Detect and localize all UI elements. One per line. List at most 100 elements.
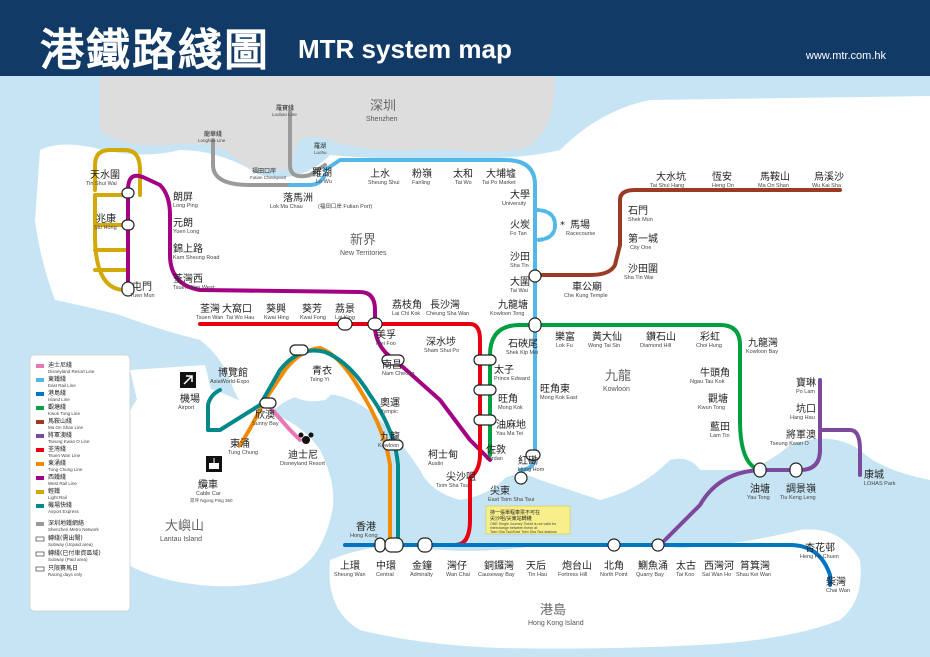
st-yuenlong-zh[interactable]: 元朗 <box>173 217 193 229</box>
st-taikoo-zh[interactable]: 太古 <box>676 559 696 572</box>
st-taiwohau-zh[interactable]: 大窩口 <box>222 302 252 315</box>
st-shekkipmei-zh[interactable]: 石硤尾 <box>508 338 538 350</box>
st-fanling-zh[interactable]: 粉嶺 <box>412 167 432 180</box>
st-yaumatei-zh[interactable]: 油麻地 <box>496 418 526 431</box>
st-yautong-zh[interactable]: 油塘 <box>750 482 770 495</box>
st-meifoo-zh[interactable]: 美孚 <box>376 328 396 341</box>
st-shamshuipo-zh[interactable]: 深水埗 <box>426 335 456 348</box>
st-cablecar-zh[interactable]: 纜車 <box>198 478 218 491</box>
st-tsuenwan-zh[interactable]: 荃灣 <box>200 302 220 315</box>
st-saiwanho-zh[interactable]: 西灣河 <box>704 560 734 572</box>
st-kwuntong-zh[interactable]: 觀塘 <box>708 392 728 405</box>
st-airport-zh[interactable]: 機場 <box>180 392 200 405</box>
st-hengon-zh[interactable]: 恆安 <box>712 170 732 183</box>
area-hkisland-zh: 港島 <box>540 603 566 618</box>
st-princeedward-zh[interactable]: 太子 <box>494 363 514 376</box>
st-hunghom-zh[interactable]: 紅磡 <box>518 454 538 467</box>
st-tungchung-zh[interactable]: 東涌 <box>230 437 250 450</box>
st-tiukengleng-zh[interactable]: 調景嶺 <box>786 482 816 495</box>
st-kowloonbay-zh[interactable]: 九龍灣 <box>748 336 778 349</box>
st-admiralty-zh[interactable]: 金鐘 <box>412 559 432 572</box>
st-hengfachuen-zh[interactable]: 杏花邨 <box>805 541 835 554</box>
st-kwaihing-zh[interactable]: 葵興 <box>266 303 286 315</box>
st-university-zh[interactable]: 大學 <box>510 188 530 201</box>
disneyland-icon <box>298 432 314 444</box>
st-taishuihang-zh[interactable]: 大水坑 <box>656 170 686 183</box>
st-shatinwai-zh[interactable]: 沙田圍 <box>628 263 658 275</box>
st-kowloontong-zh[interactable]: 九龍塘 <box>498 298 528 311</box>
longhua-label-en: Longhua Line <box>198 138 226 143</box>
st-cityone-zh[interactable]: 第一城 <box>628 232 658 245</box>
st-mongkokeast-zh[interactable]: 旺角東 <box>540 382 570 395</box>
st-kowloon-zh[interactable]: 九龍 <box>380 430 400 443</box>
st-asiaworldexpo-zh[interactable]: 博覽館 <box>218 366 248 379</box>
st-racecourse-zh[interactable]: 馬場 <box>570 218 590 231</box>
st-lamtin-zh[interactable]: 藍田 <box>710 420 730 433</box>
st-tinhau-zh[interactable]: 天后 <box>526 560 546 572</box>
st-ngautaukok-zh[interactable]: 牛頭角 <box>700 366 730 379</box>
st-sheungwan-zh[interactable]: 上環 <box>340 560 360 572</box>
st-tsingyi-zh[interactable]: 青衣 <box>312 364 332 377</box>
st-shatin-zh[interactable]: 沙田 <box>510 251 530 263</box>
interchange-siuhong <box>121 219 135 231</box>
st-chekung-zh[interactable]: 車公廟 <box>572 280 602 293</box>
st-chaiwan-zh[interactable]: 柴灣 <box>826 575 846 588</box>
st-lohaspark-zh[interactable]: 康城 <box>864 468 884 481</box>
st-diamondhill-zh[interactable]: 鑽石山 <box>646 330 676 343</box>
st-austin-zh[interactable]: 柯士甸 <box>428 448 458 461</box>
st-tsimshatsui-zh[interactable]: 尖沙咀 <box>446 470 476 483</box>
st-tinshuiwai-zh[interactable]: 天水圍 <box>90 169 120 181</box>
st-tuenmun-zh[interactable]: 屯門 <box>132 280 152 293</box>
st-kwaifong-zh[interactable]: 葵芳 <box>302 302 322 315</box>
st-longping-zh[interactable]: 朗屏 <box>173 191 193 203</box>
st-fortresshill-zh[interactable]: 炮台山 <box>562 559 592 572</box>
kwun-tong-line <box>488 323 762 472</box>
st-olympic-zh[interactable]: 奧運 <box>380 396 400 409</box>
st-kamsheung-zh[interactable]: 錦上路 <box>173 242 203 255</box>
st-taiwai-zh[interactable]: 大圍 <box>510 275 530 288</box>
st-yuenlong-en: Yuen Long <box>173 229 199 235</box>
st-quarrybay-zh[interactable]: 鰂魚涌 <box>638 559 668 572</box>
legend-other-zh: 深圳地鐵網絡 <box>48 519 84 527</box>
st-laichikok-zh[interactable]: 荔枝角 <box>392 298 422 311</box>
st-kwuntong-en: Kwun Tong <box>698 405 725 411</box>
st-kowloon-en: Kowloon <box>378 443 399 449</box>
st-hanghau-zh[interactable]: 坑口 <box>796 402 816 415</box>
st-namcheong-zh[interactable]: 南昌 <box>382 358 402 371</box>
st-wukaisha-zh[interactable]: 烏溪沙 <box>814 170 844 183</box>
st-taiwo-en: Tai Wo <box>455 180 472 186</box>
st-polam-zh[interactable]: 寶琳 <box>796 376 816 389</box>
st-sheungshui-zh[interactable]: 上水 <box>370 168 390 180</box>
interchange-taiwai <box>528 269 542 283</box>
st-cheungshawan-zh[interactable]: 長沙灣 <box>430 299 460 311</box>
st-maonshan-zh[interactable]: 馬鞍山 <box>760 170 790 183</box>
st-hongkong-zh[interactable]: 香港 <box>356 521 376 533</box>
st-lokmachau-zh[interactable]: 落馬洲 <box>283 192 313 204</box>
st-northpoint-zh[interactable]: 北角 <box>604 560 624 572</box>
st-wongtaisin-zh[interactable]: 黃大仙 <box>592 330 622 343</box>
st-central-zh[interactable]: 中環 <box>376 559 396 572</box>
st-jordan-zh[interactable]: 佐敦 <box>486 443 506 456</box>
st-shaukeiwan-zh[interactable]: 筲箕灣 <box>740 559 770 572</box>
st-choihung-zh[interactable]: 彩虹 <box>700 331 720 343</box>
st-laiking-zh[interactable]: 荔景 <box>335 302 355 315</box>
st-disneyland-zh[interactable]: 迪士尼 <box>288 448 318 461</box>
area-nt-zh: 新界 <box>350 232 376 248</box>
st-tseungkwano-zh[interactable]: 將軍澳 <box>786 428 816 441</box>
st-taiwo-zh[interactable]: 太和 <box>453 167 473 180</box>
st-easttst-zh[interactable]: 尖東 <box>490 484 510 497</box>
st-fotan-zh[interactable]: 火炭 <box>510 219 530 231</box>
interchange-central <box>374 537 386 553</box>
website-url[interactable]: www.mtr.com.hk <box>805 50 886 62</box>
st-shekmun-zh[interactable]: 石門 <box>628 205 648 217</box>
st-taipomarket-zh[interactable]: 大埔墟 <box>486 167 516 180</box>
st-wanchai-zh[interactable]: 灣仔 <box>447 560 467 572</box>
st-lowu-zh[interactable]: 羅湖 <box>312 167 332 179</box>
st-causewaybay-zh[interactable]: 銅鑼灣 <box>484 559 514 572</box>
st-mongkok-zh[interactable]: 旺角 <box>498 393 518 405</box>
st-siuhong-zh[interactable]: 兆康 <box>96 212 116 225</box>
st-sunnybay-zh[interactable]: 欣澳 <box>255 408 275 421</box>
st-tsuenwanwest-zh[interactable]: 荃灣西 <box>173 272 203 285</box>
st-lokfu-zh[interactable]: 樂富 <box>555 330 575 343</box>
